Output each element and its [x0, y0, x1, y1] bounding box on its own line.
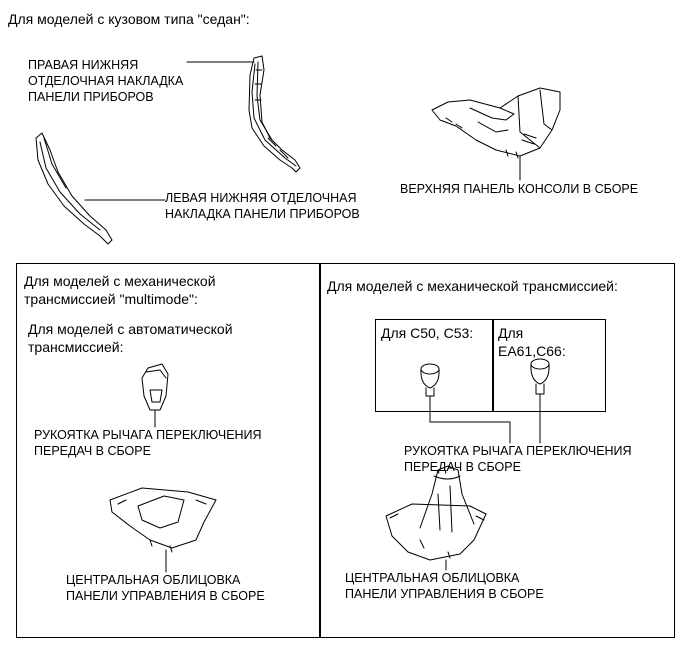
variant-box-ea61-c66 — [492, 319, 606, 412]
variant-box-c50-c53 — [375, 319, 494, 412]
left-panel-title: Для моделей с механической трансмиссией … — [24, 273, 216, 307]
right-panel-title: Для моделей с механической трансмиссией: — [327, 278, 618, 294]
right-shift-knob-label: РУКОЯТКА РЫЧАГА ПЕРЕКЛЮЧЕНИЯ ПЕРЕДАЧ В С… — [404, 444, 632, 474]
console-upper-panel-drawing — [431, 87, 561, 159]
manual-knob-c50-drawing — [420, 363, 440, 397]
manual-knob-ea61-drawing — [530, 358, 550, 395]
page-title: Для моделей с кузовом типа "седан": — [8, 11, 250, 27]
variant-ea61-c66-label: Для EA61,C66: — [498, 325, 566, 359]
right-center-cluster-label: ЦЕНТРАЛЬНАЯ ОБЛИЦОВКА ПАНЕЛИ УПРАВЛЕНИЯ … — [345, 571, 544, 601]
left-lower-trim-label: ЛЕВАЯ НИЖНЯЯ ОТДЕЛОЧНАЯ НАКЛАДКА ПАНЕЛИ … — [165, 191, 360, 221]
left-center-cluster-label: ЦЕНТРАЛЬНАЯ ОБЛИЦОВКА ПАНЕЛИ УПРАВЛЕНИЯ … — [66, 573, 265, 603]
right-center-cluster-drawing — [385, 465, 487, 561]
left-lower-trim-drawing — [35, 132, 113, 245]
right-panel — [319, 263, 675, 638]
variant-c50-c53-label: Для C50, C53: — [381, 325, 474, 341]
left-panel — [16, 263, 321, 638]
left-panel-subtitle: Для моделей с автоматической трансмиссие… — [28, 321, 233, 355]
auto-shift-knob-drawing — [141, 363, 169, 411]
left-center-cluster-drawing — [109, 487, 217, 553]
console-upper-panel-label: ВЕРХНЯЯ ПАНЕЛЬ КОНСОЛИ В СБОРЕ — [400, 182, 639, 196]
right-lower-trim-drawing — [248, 55, 301, 173]
right-lower-trim-label: ПРАВАЯ НИЖНЯЯ ОТДЕЛОЧНАЯ НАКЛАДКА ПАНЕЛИ… — [28, 58, 184, 104]
left-shift-knob-label: РУКОЯТКА РЫЧАГА ПЕРЕКЛЮЧЕНИЯ ПЕРЕДАЧ В С… — [34, 428, 262, 458]
